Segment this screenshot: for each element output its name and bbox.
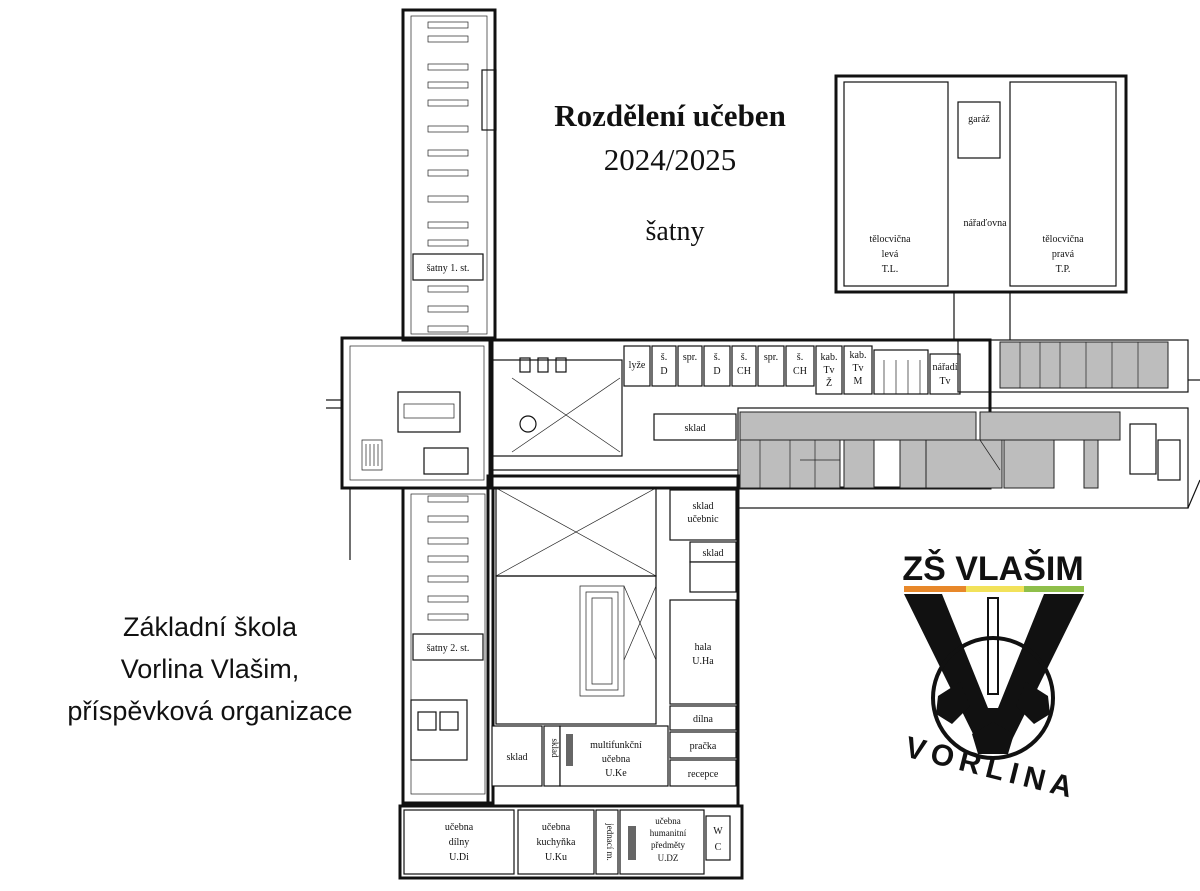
room-label-sklad-small: sklad [702, 548, 723, 559]
room-label-spr2: spr. [764, 352, 778, 363]
room-label-kuchynka-3: U.Ku [545, 852, 567, 863]
plan-year: 2024/2025 [603, 142, 737, 177]
room-label-dilny-1: učebna [445, 822, 474, 833]
room-label-naraditv-b: Tv [939, 376, 950, 387]
room-label-sklad-ucebnic-2: učebnic [687, 514, 719, 525]
room-label-lyze: lyže [629, 360, 646, 371]
room-label-hala-2: U.Ha [692, 656, 714, 667]
room-label-multi-1: multifunkční [590, 740, 642, 751]
room-label-naradovna: nářaďovna [963, 218, 1007, 229]
west-hall [326, 336, 494, 560]
room-label-sd1-b: D [660, 366, 667, 377]
room-label-tl-2: levá [882, 249, 899, 260]
room-label-multi-3: U.Ke [605, 768, 627, 779]
school-name-line-3: příspěvková organizace [67, 696, 353, 726]
room-label-garaz: garáž [968, 114, 990, 125]
north-wing: šatny 1. st. [401, 8, 497, 342]
logo-top-text: ZŠ VLAŠIM [902, 549, 1083, 588]
room-label-sch2-b: CH [793, 366, 807, 377]
room-label-kuchynka-2: kuchyňka [537, 837, 576, 848]
school-name: Základní škola Vorlina Vlašim, příspěvko… [40, 606, 380, 732]
room-label-kabtvz-a: kab. [821, 352, 838, 363]
room-label-humanitni-4: U.DZ [658, 853, 679, 863]
room-label-wc-2: C [715, 842, 722, 853]
school-logo: ZŠ VLAŠIM VORLINA [902, 549, 1084, 798]
central-bottom-rooms: sklad sklad multifunkční učebna U.Ke [491, 725, 669, 787]
room-label-sd1-a: š. [661, 352, 667, 363]
room-label-sklad-vertical: sklad [550, 739, 560, 758]
room-label-kabtvz-c: Ž [826, 377, 832, 389]
room-label-sklad-ucebnic-1: sklad [692, 501, 713, 512]
room-label-kuchynka-1: učebna [542, 822, 571, 833]
room-label-tl-1: tělocvična [869, 234, 911, 245]
plan-title: Rozdělení učeben [554, 98, 786, 133]
room-label-tp-1: tělocvična [1042, 234, 1084, 245]
room-label-dilny-3: U.Di [449, 852, 469, 863]
room-label-tp-2: pravá [1052, 249, 1075, 260]
east-wing-shaded [737, 339, 1200, 509]
room-label-hala-1: hala [695, 642, 712, 653]
room-label-naraditv-a: nářadí [933, 362, 958, 373]
marker-bar [628, 826, 636, 860]
logo-stripe-yellow [966, 586, 1024, 592]
wardrobe-benches-bottom [427, 495, 469, 621]
room-label-humanitni-3: předměty [651, 840, 685, 850]
room-label-tp-3: T.P. [1056, 264, 1071, 275]
room-label-sch1-b: CH [737, 366, 751, 377]
room-label-sklad-bottom: sklad [506, 752, 527, 763]
room-label-sd2-a: š. [714, 352, 720, 363]
room-label-satny-2: šatny 2. st. [427, 643, 470, 654]
wardrobes-heading: šatny [645, 216, 705, 247]
room-label-dilny-2: dílny [449, 837, 470, 848]
school-name-line-1: Základní škola [122, 612, 298, 642]
room-label-humanitni-2: humanitní [650, 828, 687, 838]
room-label-kabtvm-c: M [854, 376, 863, 387]
bottom-classrooms: učebna dílny U.Di učebna kuchyňka U.Ku j… [398, 804, 744, 880]
room-label-tl-3: T.L. [882, 264, 898, 275]
room-label-sklad-top: sklad [684, 423, 705, 434]
room-label-spr1: spr. [683, 352, 697, 363]
south-wing: šatny 2. st. [401, 486, 495, 805]
room-label-kabtvm-b: Tv [852, 363, 863, 374]
logo-stripe-green [1024, 586, 1084, 592]
school-name-line-2: Vorlina Vlašim, [120, 654, 300, 684]
room-label-wc-1: W [713, 826, 723, 837]
room-label-pracka: pračka [690, 741, 717, 752]
marker-bar [566, 734, 573, 766]
room-label-satny-1: šatny 1. st. [427, 263, 470, 274]
room-label-jednaci: jednací m. [605, 822, 615, 861]
room-label-dilna: dílna [693, 714, 714, 725]
central-east-rooms: sklad učebnic sklad hala U.Ha dílna prač… [669, 489, 737, 787]
room-label-sd2-b: D [713, 366, 720, 377]
room-label-sch2-a: š. [797, 352, 803, 363]
wardrobe-benches-top [427, 21, 469, 333]
room-label-kabtvz-b: Tv [823, 365, 834, 376]
logo-stripe-orange [904, 586, 966, 592]
room-label-multi-2: učebna [602, 754, 631, 765]
room-label-sch1-a: š. [741, 352, 747, 363]
logo-v-shape [904, 594, 1084, 744]
room-label-humanitni-1: učebna [655, 816, 680, 826]
room-label-kabtvm-a: kab. [850, 350, 867, 361]
room-label-recepce: recepce [688, 769, 719, 780]
gymnasium: garáž nářaďovna tělocvična levá T.L. těl… [834, 74, 1128, 340]
